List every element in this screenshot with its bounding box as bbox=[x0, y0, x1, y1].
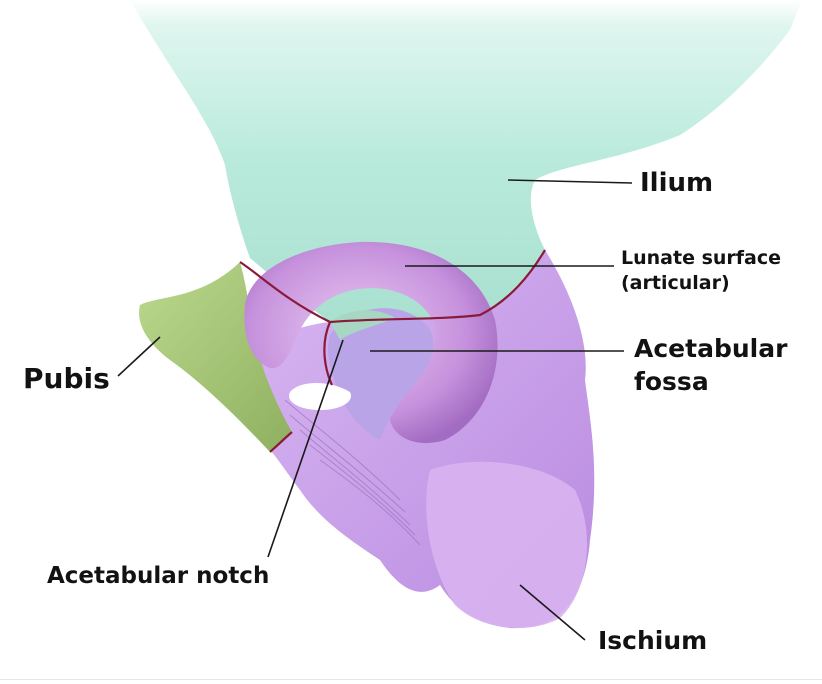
label-lunate-line1: Lunate surface bbox=[621, 247, 782, 269]
leader-notch bbox=[267, 339, 344, 558]
label-ilium: Ilium bbox=[640, 168, 713, 198]
label-acetabular-notch: Acetabular notch bbox=[47, 563, 269, 589]
label-notch-text: Acetabular notch bbox=[47, 563, 270, 589]
label-lunate-line2: (articular) bbox=[621, 272, 730, 294]
label-ilium-text: Ilium bbox=[640, 168, 714, 198]
acetabular-fossa bbox=[327, 308, 434, 440]
leader-lines bbox=[117, 179, 633, 641]
label-acetabular-fossa: Acetabular fossa bbox=[634, 332, 787, 398]
label-fossa-line1: Acetabular bbox=[634, 334, 788, 363]
label-pubis: Pubis bbox=[23, 362, 110, 395]
label-ischium-text: Ischium bbox=[598, 626, 708, 655]
transverse-ligament bbox=[284, 399, 421, 546]
label-lunate-surface: Lunate surface (articular) bbox=[621, 246, 781, 296]
leader-ilium bbox=[507, 179, 633, 184]
suture-lines bbox=[239, 249, 546, 453]
lunate-surface bbox=[244, 241, 498, 444]
label-fossa-line2: fossa bbox=[634, 367, 709, 396]
label-pubis-text: Pubis bbox=[23, 362, 110, 395]
obturator-opening bbox=[289, 383, 351, 410]
label-ischium: Ischium bbox=[598, 626, 707, 655]
ischial-tuberosity bbox=[426, 461, 587, 628]
ilium-region bbox=[130, 0, 802, 322]
leader-pubis bbox=[117, 336, 161, 377]
fossa-green-patch bbox=[330, 310, 395, 340]
pubis-region bbox=[139, 262, 292, 452]
bottom-divider bbox=[0, 679, 822, 680]
leader-ischium bbox=[519, 584, 586, 641]
